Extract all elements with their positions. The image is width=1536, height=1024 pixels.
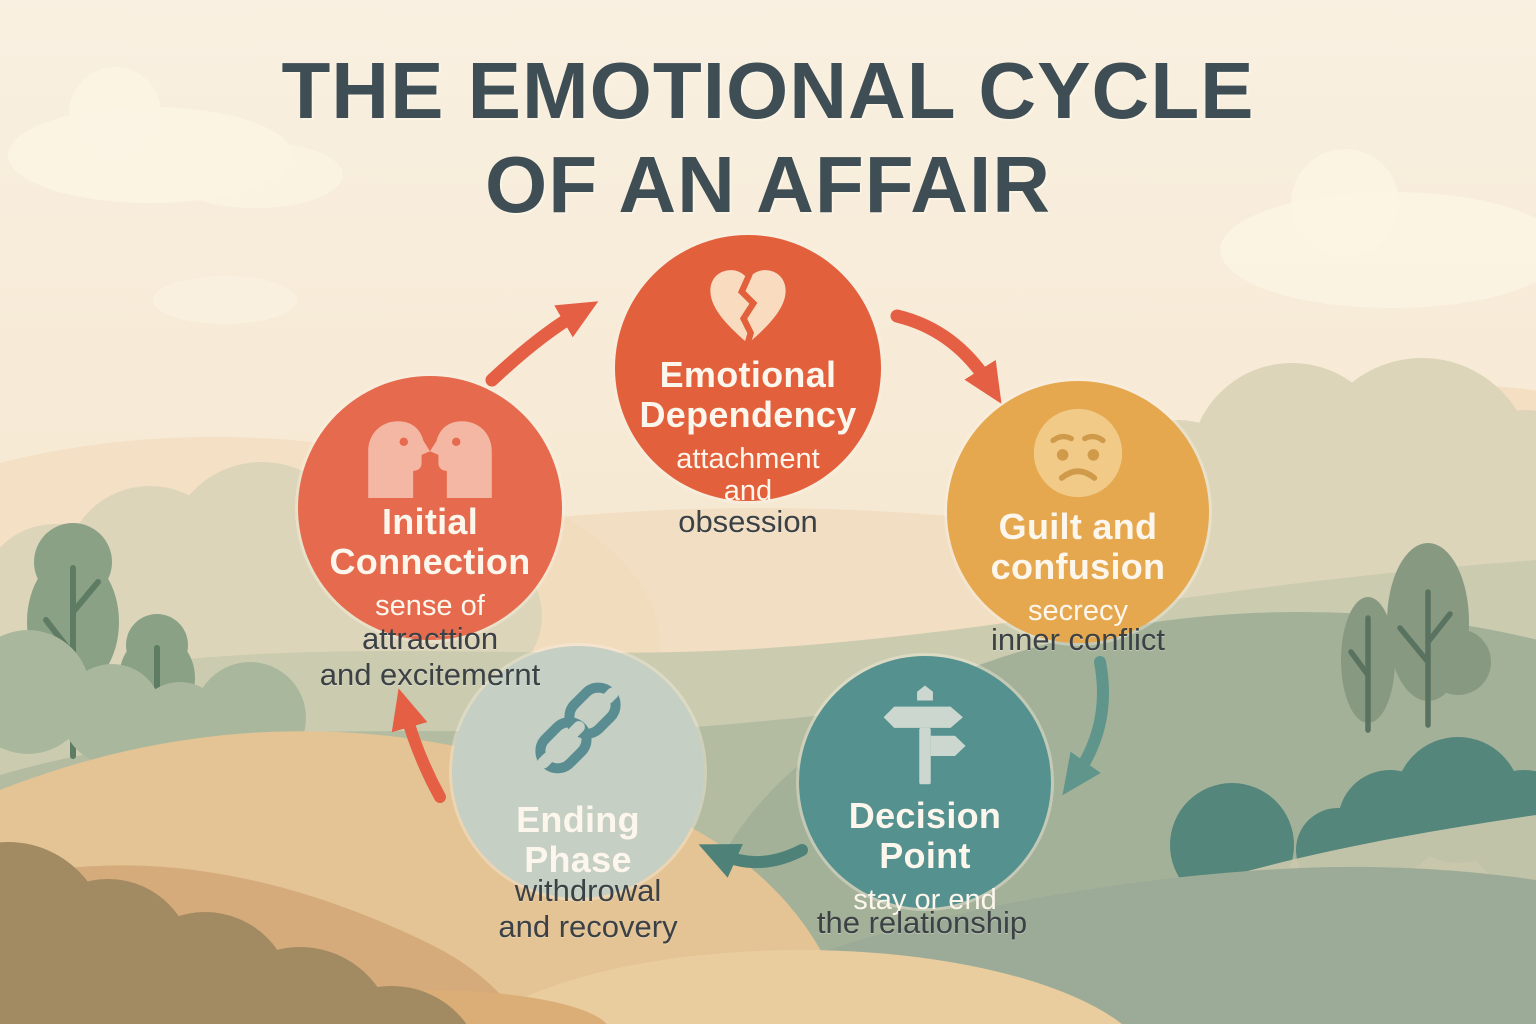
caption-decision-point: the relationship — [816, 905, 1028, 940]
arrow-guilt-to-decision — [1048, 650, 1123, 805]
node-decision-point: Decision Point stay or end — [799, 656, 1051, 916]
caption-guilt-and-confusion: inner conflict — [990, 622, 1166, 657]
node-initial-connection: Initial Connection sense of — [298, 376, 562, 640]
chain-link-icon — [528, 678, 628, 778]
node-caption-inside: secrecy — [1028, 594, 1128, 627]
clouds — [8, 67, 1536, 324]
node-label: Ending Phase — [516, 799, 640, 881]
page-title-line2: OF AN AFFAIR — [484, 140, 1052, 229]
arrow-ending-to-initial — [378, 685, 458, 810]
page-title-line1: THE EMOTIONAL CYCLE — [281, 46, 1255, 135]
node-caption-inside: stay or end — [853, 883, 997, 916]
node-label: Initial Connection — [329, 501, 531, 583]
node-label: Guilt and confusion — [990, 506, 1166, 588]
node-caption-inside: sense of — [375, 589, 485, 622]
bushes-bottom-left — [0, 842, 467, 1024]
page-title: THE EMOTIONAL CYCLE OF AN AFFAIR — [0, 44, 1536, 232]
arrow-decision-to-ending — [698, 820, 813, 890]
two-faces-icon — [355, 410, 505, 498]
node-label: Decision Point — [848, 795, 1002, 877]
broken-heart-icon — [702, 263, 794, 349]
node-caption-inside: attachment and — [676, 442, 820, 508]
caption-initial-connection: attracttion and excitemernt — [319, 621, 541, 692]
sad-face-icon — [1030, 405, 1126, 501]
node-guilt-and-confusion: Guilt and confusion secrecy — [947, 381, 1209, 643]
caption-ending-phase: withdrowal and recovery — [498, 873, 678, 944]
signpost-icon — [875, 682, 975, 786]
arrow-initial-to-dependency — [480, 290, 620, 390]
node-label: Emotional Dependency — [639, 354, 857, 436]
node-emotional-dependency: Emotional Dependency attachment and — [615, 235, 881, 507]
arrow-dependency-to-guilt — [885, 300, 1020, 410]
trees-right — [1341, 543, 1491, 733]
caption-emotional-dependency: obsession — [678, 504, 818, 539]
node-ending-phase: Ending Phase — [452, 646, 704, 898]
